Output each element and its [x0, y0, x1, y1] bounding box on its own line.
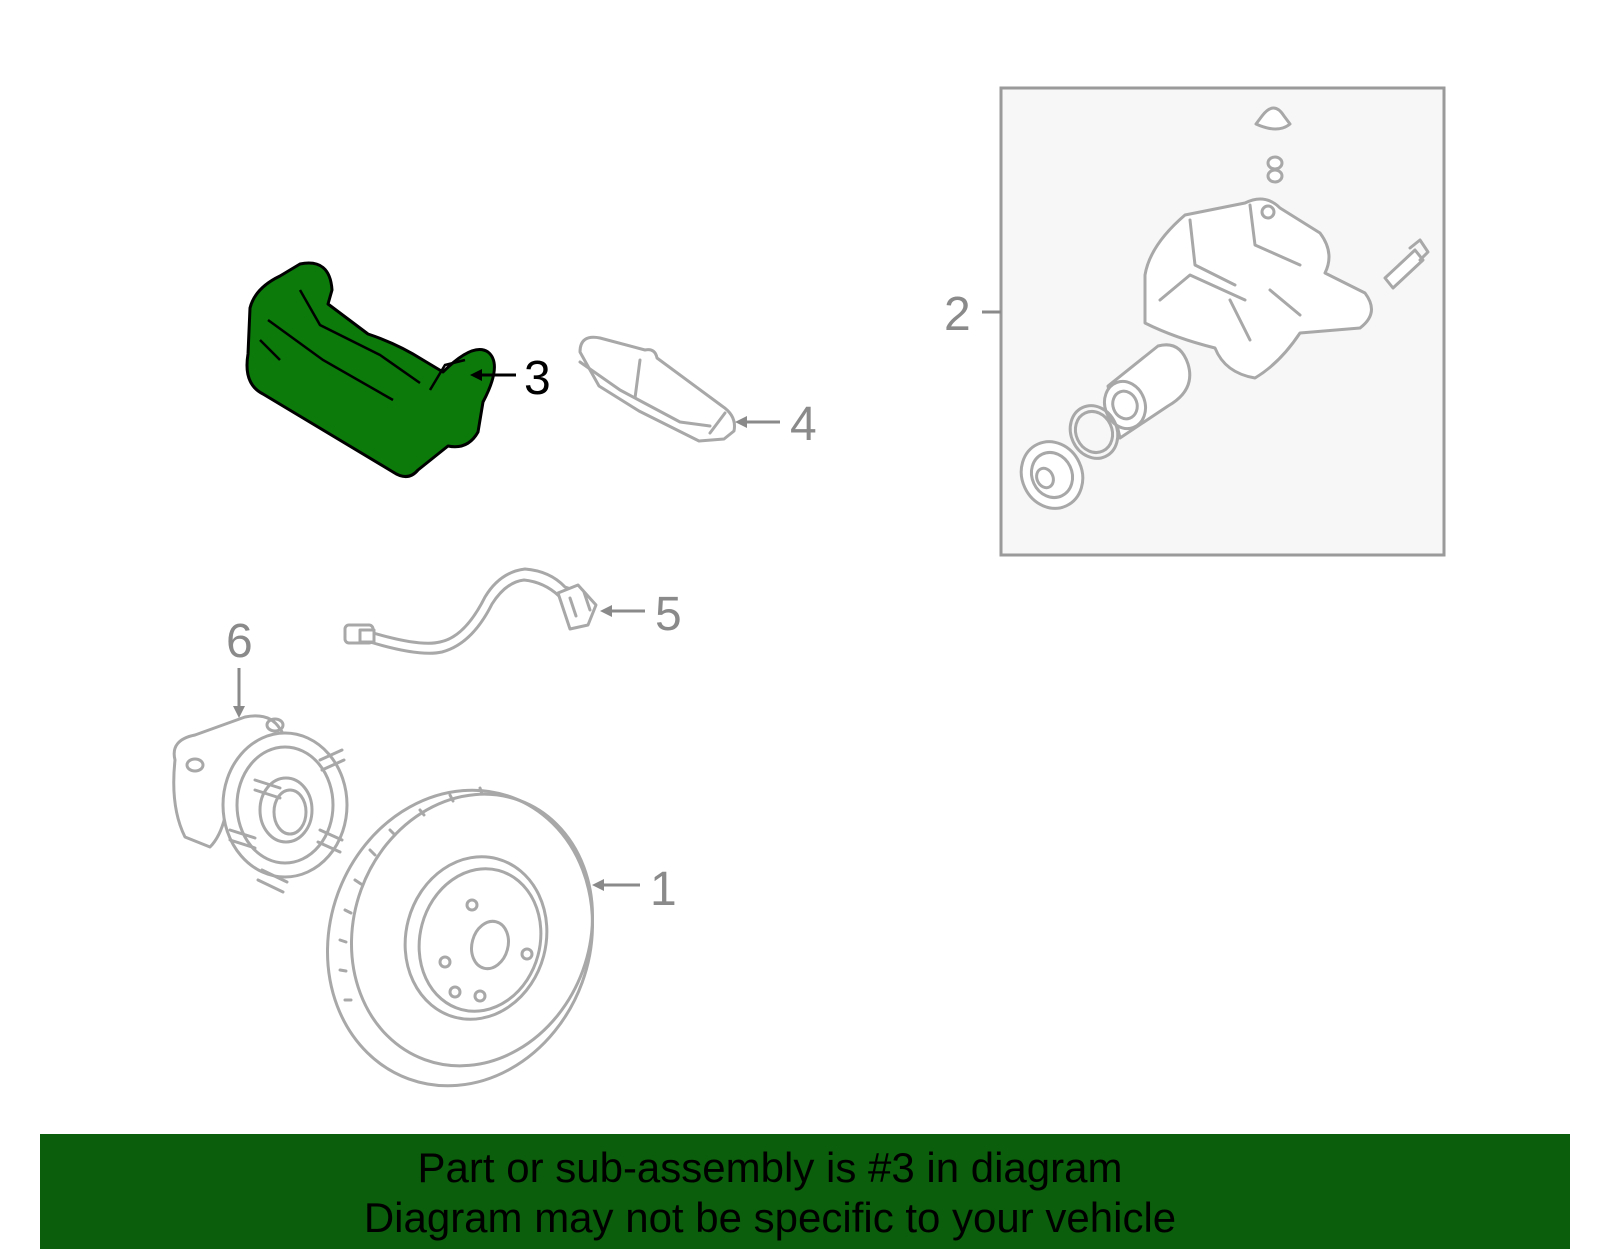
caliper-assembly-inset[interactable] [999, 86, 1446, 557]
callout-2[interactable]: 2 [944, 288, 971, 341]
banner-line-disclaimer: Diagram may not be specific to your vehi… [363, 1194, 1177, 1241]
callout-5[interactable]: 5 [655, 588, 682, 641]
banner-line-part-number: Part or sub-assembly is #3 in diagram [417, 1144, 1123, 1191]
brake-rotor[interactable] [287, 753, 634, 1124]
wheel-speed-sensor[interactable] [343, 567, 598, 655]
info-banner: Part or sub-assembly is #3 in diagram Di… [40, 1134, 1570, 1249]
brake-pad[interactable] [578, 335, 736, 443]
callout-6[interactable]: 6 [226, 615, 253, 668]
callout-4[interactable]: 4 [790, 398, 817, 451]
caliper-bracket-highlighted[interactable] [245, 261, 496, 478]
callout-3[interactable]: 3 [524, 352, 551, 405]
callout-1[interactable]: 1 [650, 863, 677, 916]
hub-bearing-assembly[interactable] [172, 714, 349, 894]
